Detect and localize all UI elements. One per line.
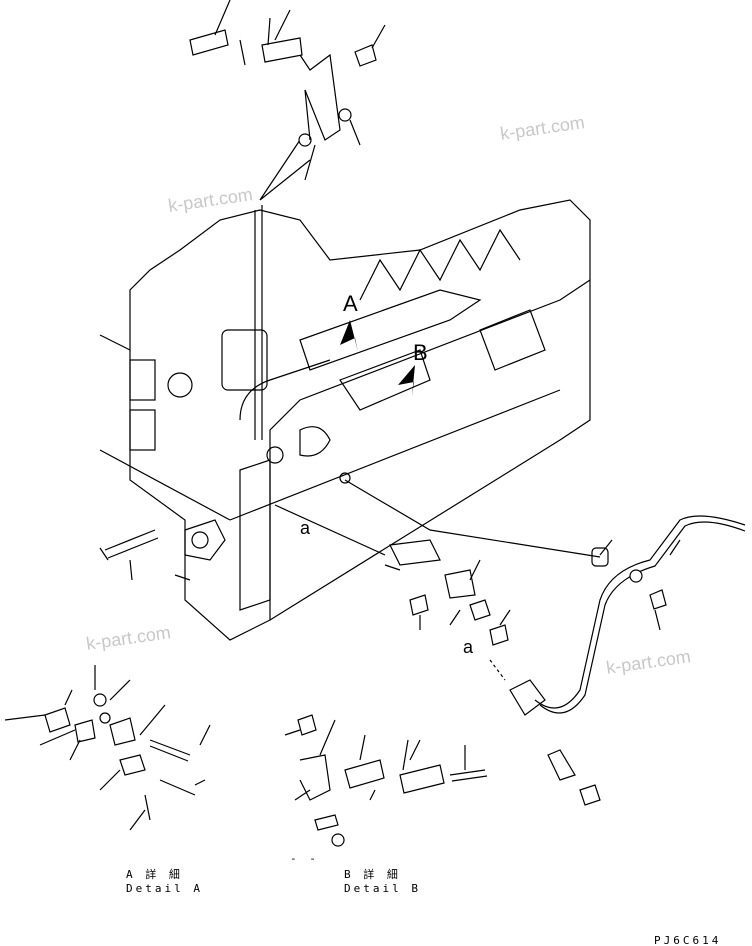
callout-a-lower-2: a xyxy=(463,637,474,657)
detail-a-jp-label: A 詳 細 xyxy=(126,868,183,881)
clamp-parts xyxy=(384,539,681,806)
long-bolt xyxy=(99,529,159,561)
engine-block xyxy=(99,199,591,641)
view-arrow-a xyxy=(340,320,358,352)
detail-b-label: Detail B xyxy=(344,882,421,895)
dash-mark: - - xyxy=(290,852,319,865)
detail-a-drawing xyxy=(4,665,211,831)
detail-a-label: Detail A xyxy=(126,882,203,895)
detail-b-jp-label: B 詳 細 xyxy=(344,868,401,881)
figure-code: PJ6C614 xyxy=(654,934,722,946)
callout-a: A xyxy=(343,291,358,316)
fuel-pipes xyxy=(239,139,746,781)
detail-b-drawing xyxy=(284,714,488,847)
top-bracket-parts xyxy=(189,0,386,181)
callout-b: B xyxy=(413,340,428,365)
callout-a-lower-1: a xyxy=(300,518,311,538)
leader-lines xyxy=(99,334,191,581)
view-arrow-b xyxy=(398,365,415,396)
